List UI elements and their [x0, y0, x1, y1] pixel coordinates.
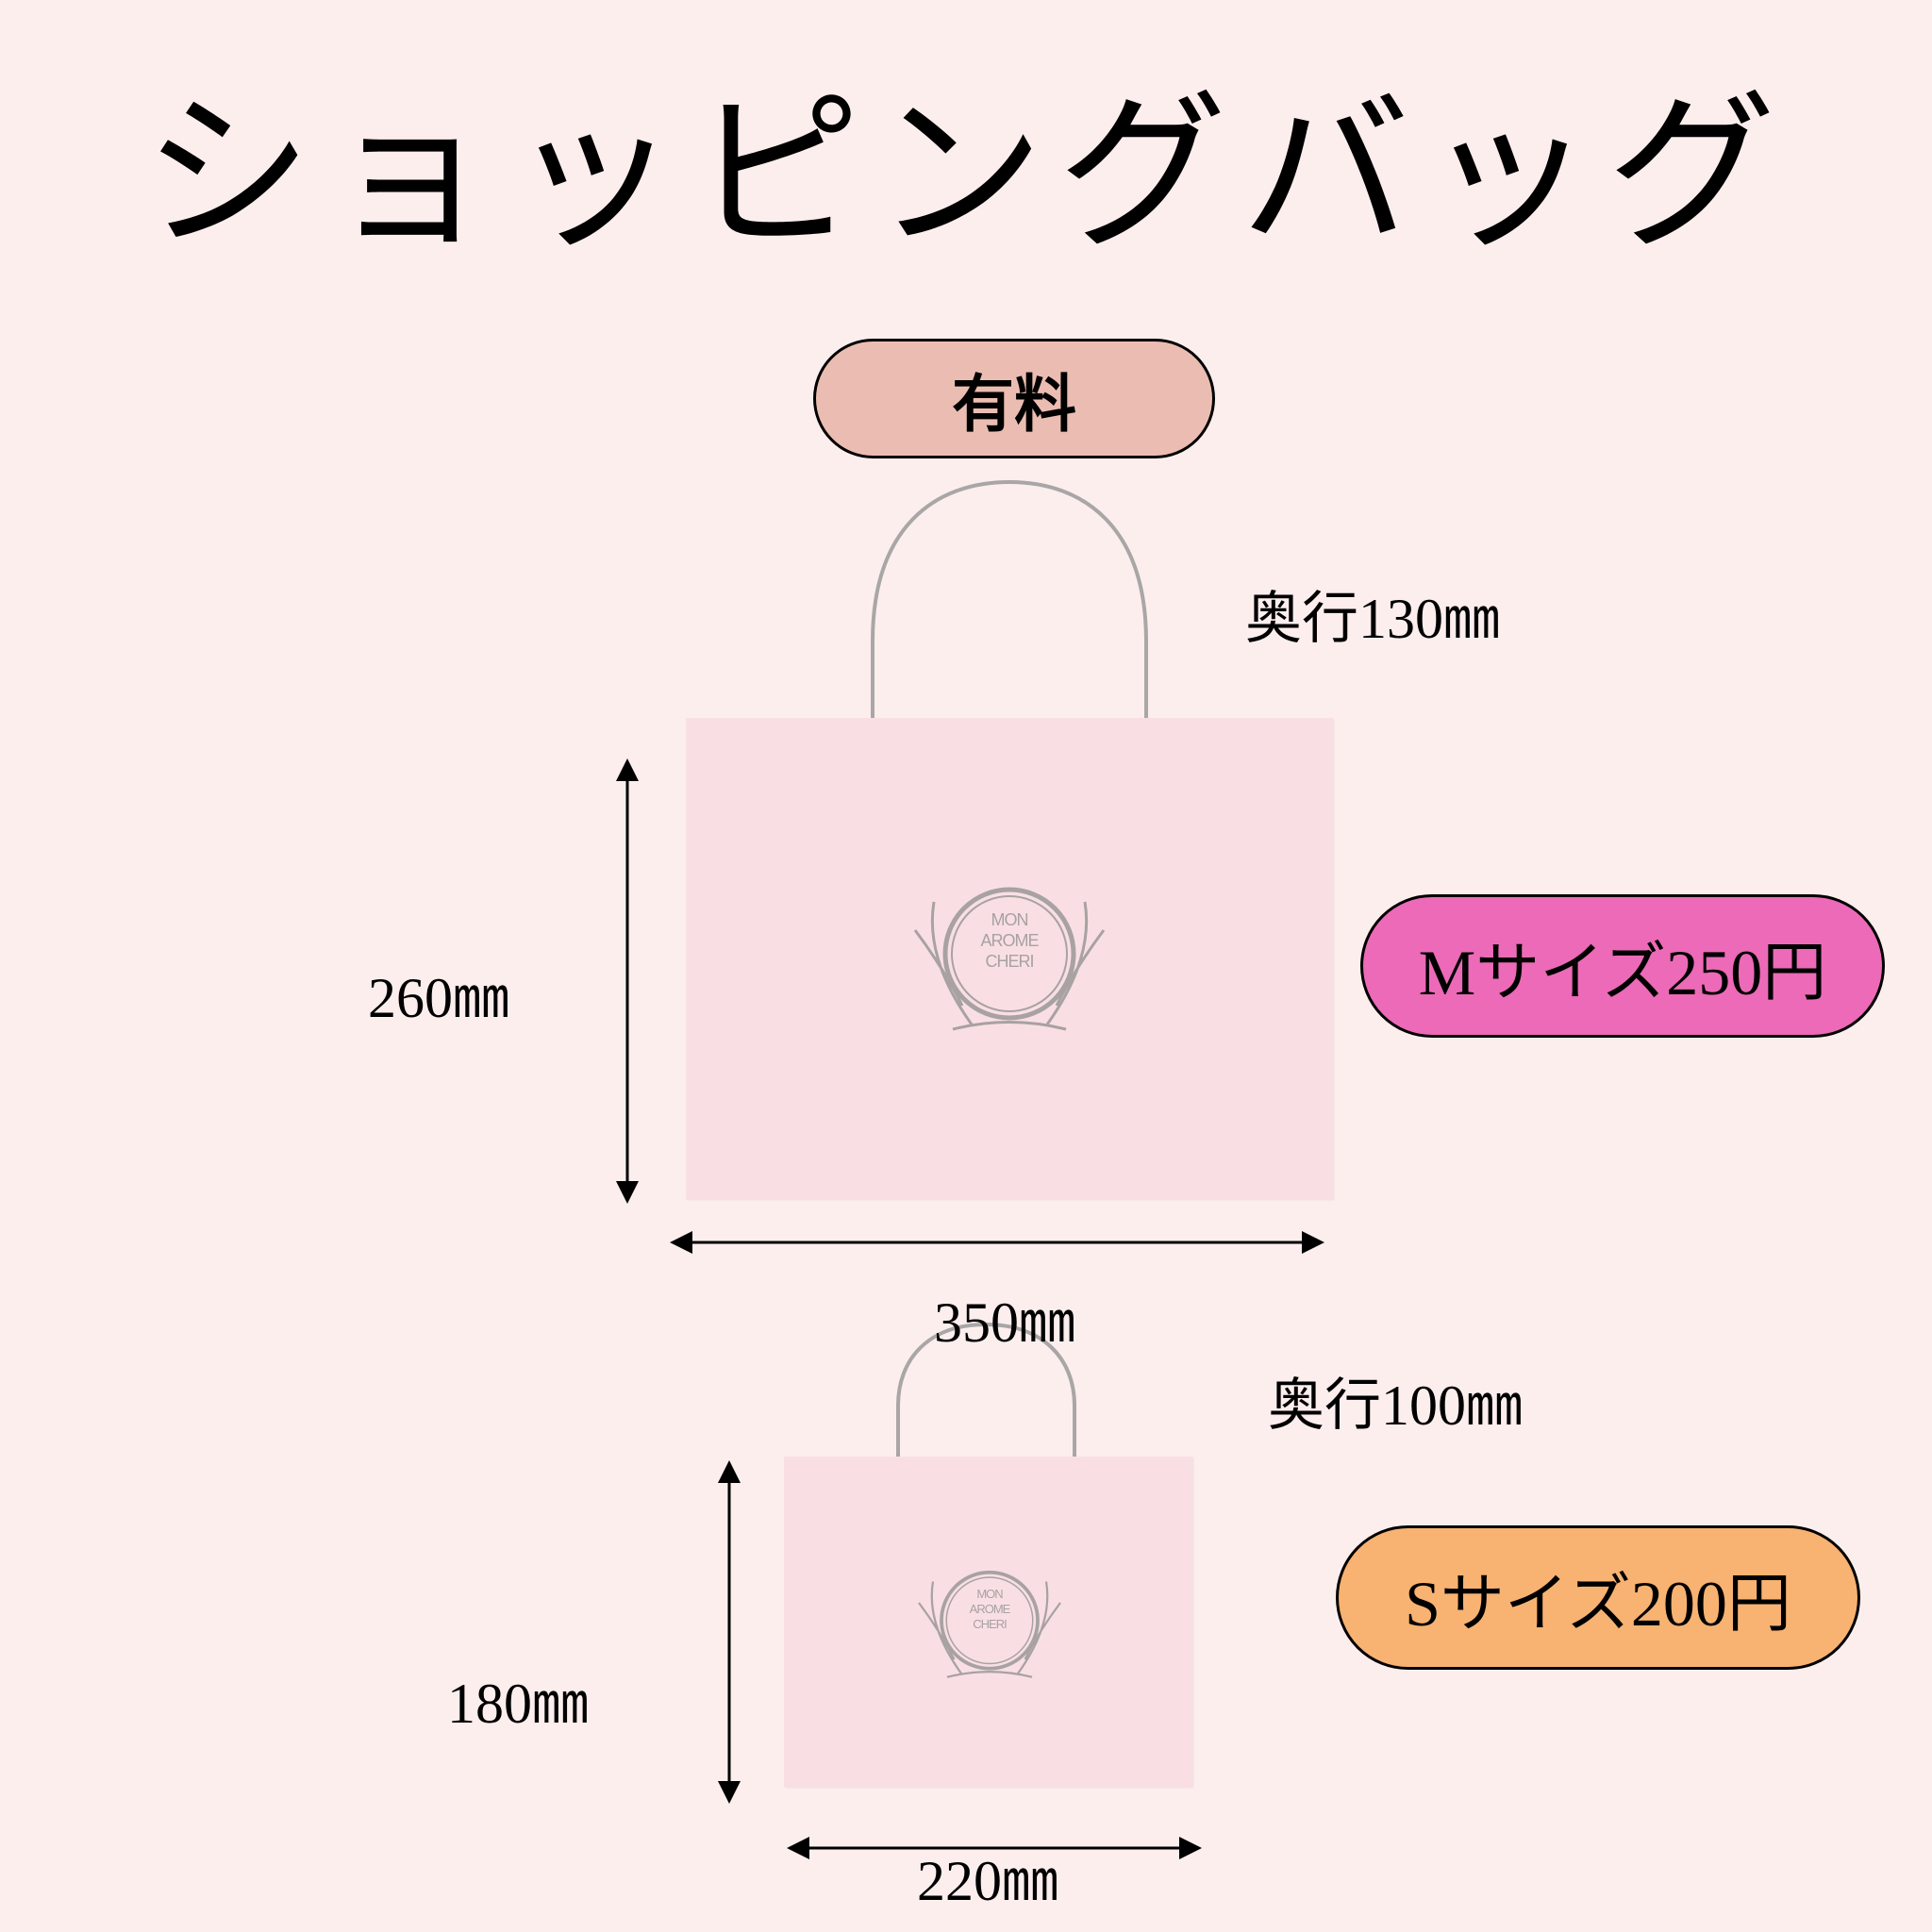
bag-m-price-label: Mサイズ250円 [1418, 936, 1827, 1008]
bag-m-logo: MON AROME CHERI [896, 874, 1123, 1043]
bag-m-depth: 奥行130㎜ [1245, 588, 1500, 650]
paid-badge-label: 有料 [952, 366, 1076, 441]
bag-s-height: 180㎜ [447, 1673, 589, 1735]
logo-line: CHERI [985, 952, 1034, 971]
logo-line: CHERI [973, 1617, 1007, 1631]
logo-line: MON [991, 910, 1029, 929]
logo-line: MON [976, 1587, 1003, 1601]
bag-m-price-badge: Mサイズ250円 [1360, 894, 1885, 1038]
wreath-logo-icon [918, 1570, 1061, 1678]
bag-s-price-badge: Sサイズ200円 [1336, 1525, 1860, 1670]
bag-s-image: MON AROME CHERI [784, 1457, 1192, 1787]
logo-line: AROME [969, 1602, 1011, 1616]
wreath-logo-icon [913, 887, 1106, 1031]
bag-m-height: 260㎜ [368, 967, 509, 1029]
bag-s-width: 220㎜ [917, 1850, 1058, 1912]
bag-s-logo: MON AROME CHERI [905, 1560, 1074, 1688]
logo-line: AROME [980, 931, 1039, 950]
bag-s-price-label: Sサイズ200円 [1405, 1568, 1791, 1640]
bag-m-width: 350㎜ [934, 1291, 1075, 1354]
page-title: ショッピングバッグ [142, 75, 1790, 273]
paid-badge: 有料 [813, 339, 1215, 458]
bag-s-depth: 奥行100㎜ [1268, 1374, 1523, 1437]
bag-m-image: MON AROME CHERI [686, 718, 1333, 1199]
